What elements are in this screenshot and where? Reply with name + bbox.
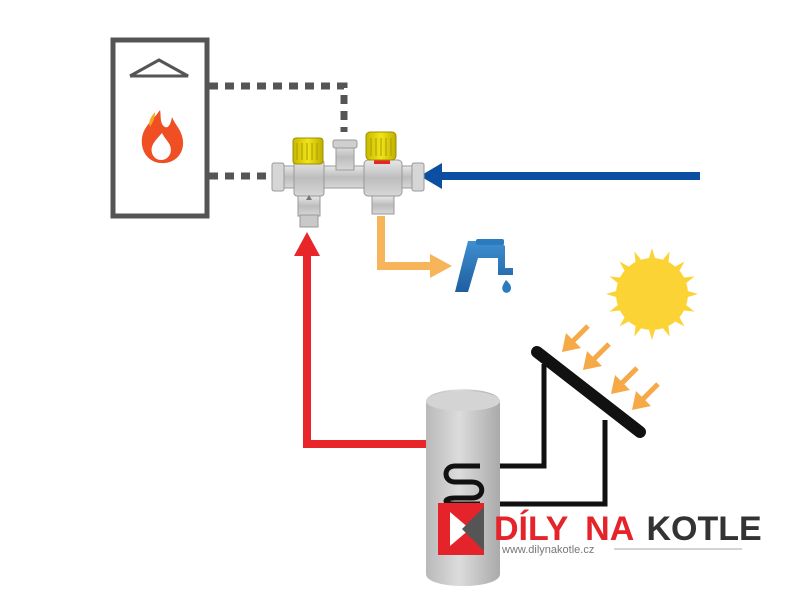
mixed-water-outlet bbox=[377, 216, 452, 278]
solar-collector bbox=[480, 346, 646, 507]
ray-arrow-icon bbox=[562, 324, 590, 352]
hot-water-supply bbox=[294, 232, 426, 448]
cold-water-arrow-icon bbox=[420, 163, 442, 189]
sun-rays bbox=[562, 324, 660, 410]
flame-icon bbox=[141, 110, 184, 164]
mixed-water-arrow-icon bbox=[430, 254, 452, 278]
boiler-connection-top bbox=[209, 82, 348, 132]
sun-icon bbox=[606, 248, 698, 340]
sun-ray bbox=[606, 290, 620, 298]
valve-cap-icon bbox=[292, 137, 324, 165]
logo-word-kotle: KOTLE bbox=[646, 510, 761, 548]
ray-arrow-icon bbox=[611, 366, 639, 394]
svg-text:DÍLY NA KOTLE: DÍLY NA KOTLE bbox=[494, 510, 762, 548]
logo-word-dily: DÍLY bbox=[494, 510, 569, 548]
valve-assembly bbox=[271, 131, 425, 228]
storage-tank bbox=[426, 389, 500, 586]
logo-url: www.dilynakotle.cz bbox=[501, 544, 594, 556]
thermostatic-mixing-valve bbox=[292, 137, 325, 228]
sun-ray bbox=[648, 248, 656, 262]
faucet-icon bbox=[455, 239, 513, 293]
mixing-valve bbox=[363, 131, 403, 215]
brand-logo: DÍLY NA KOTLE www.dilynakotle.cz bbox=[438, 503, 762, 556]
cold-water-inlet bbox=[420, 163, 700, 189]
sun-ray bbox=[684, 290, 698, 298]
ray-arrow-icon bbox=[583, 342, 611, 370]
chimney-icon bbox=[129, 58, 189, 78]
sun-ray bbox=[648, 326, 656, 340]
hot-water-arrow-icon bbox=[294, 232, 320, 256]
logo-mark-icon bbox=[438, 503, 484, 555]
ray-arrow-icon bbox=[632, 382, 660, 410]
boiler bbox=[110, 37, 210, 219]
logo-word-na: NA bbox=[585, 510, 634, 548]
heat-exchanger-coil bbox=[443, 463, 485, 507]
